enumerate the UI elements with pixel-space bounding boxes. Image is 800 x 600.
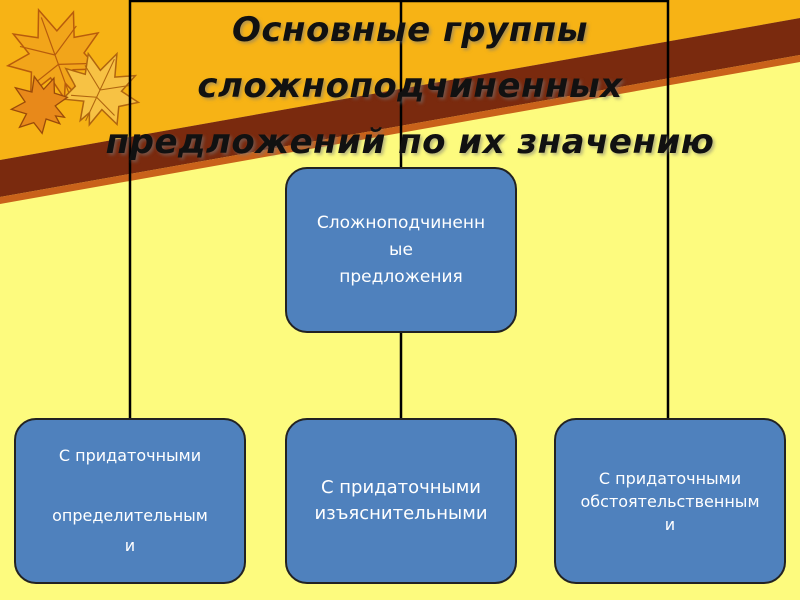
title-line-1: Основные группы	[60, 2, 760, 58]
child-node-label: С придаточными изъяснительными	[314, 475, 487, 527]
child-node-label: С придаточными определительным и	[52, 441, 208, 561]
title-line-3: предложений по их значению	[60, 114, 760, 170]
child-node-adverbial: С придаточными обстоятельственным и	[554, 418, 786, 584]
child-node-attributive: С придаточными определительным и	[14, 418, 246, 584]
slide-title: Основные группы сложноподчиненных предло…	[60, 2, 760, 170]
child-node-label: С придаточными обстоятельственным и	[580, 467, 759, 536]
child-node-explanatory: С придаточными изъяснительными	[285, 418, 517, 584]
root-node: Сложноподчиненн ые предложения	[285, 167, 517, 333]
title-line-2: сложноподчиненных	[60, 58, 760, 114]
root-node-label: Сложноподчиненн ые предложения	[317, 210, 485, 291]
